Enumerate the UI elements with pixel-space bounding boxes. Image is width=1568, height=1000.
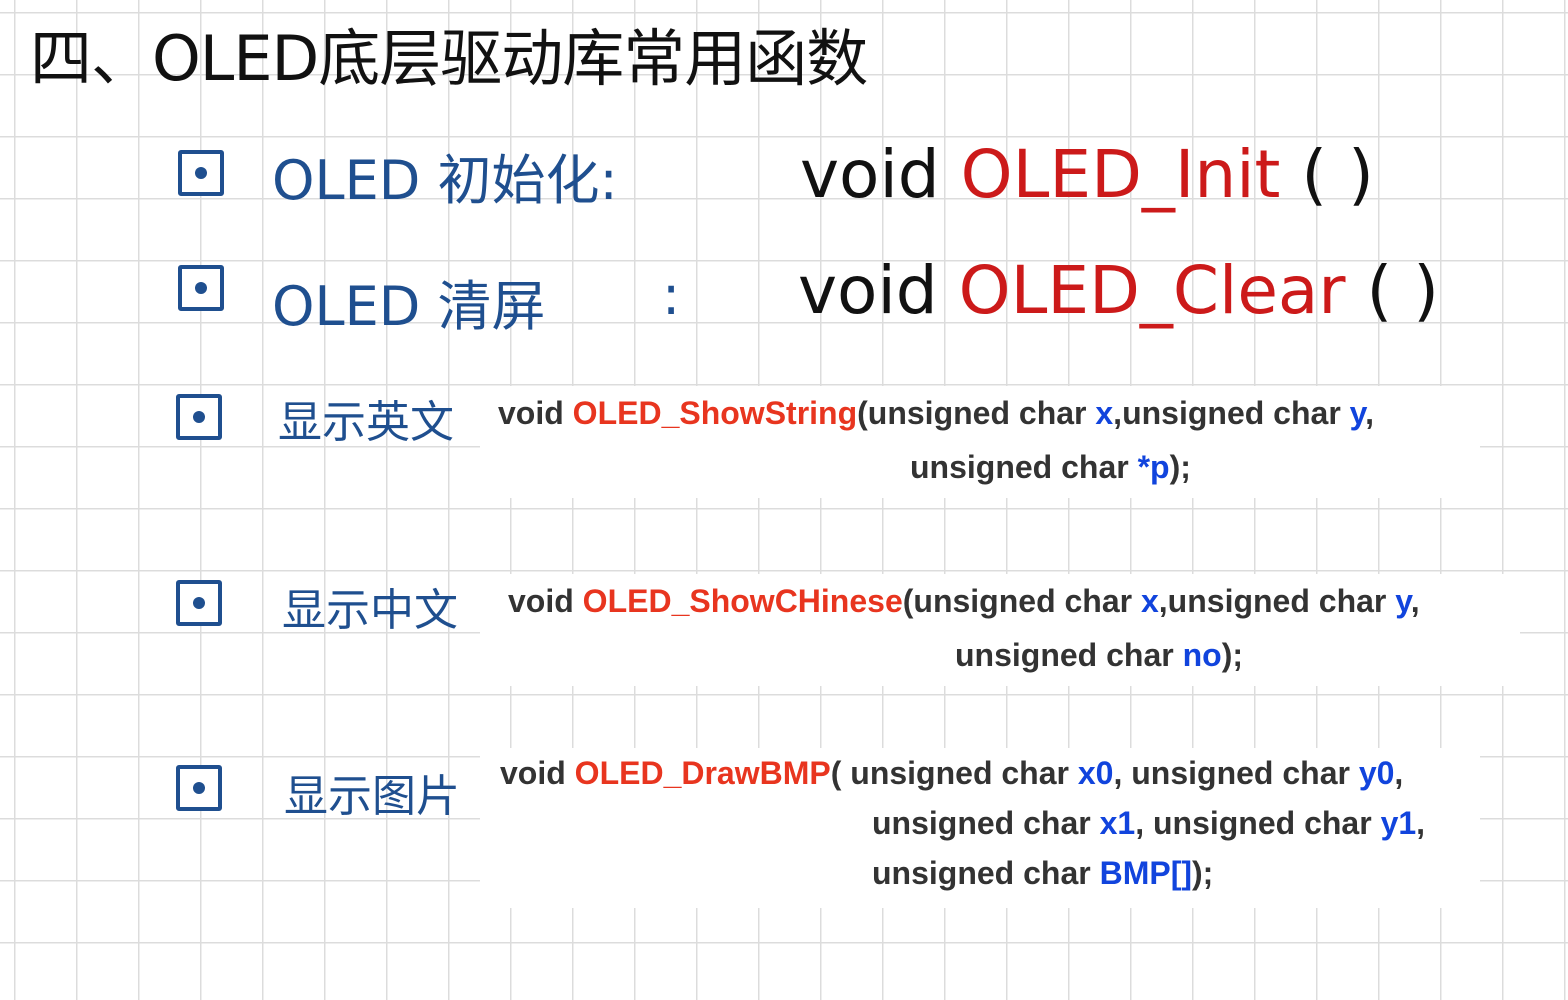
code-text: , — [1416, 805, 1426, 841]
code-void-keyword: void — [800, 136, 940, 213]
code-args: ( ) — [1301, 136, 1374, 213]
code-param-no: no — [1182, 637, 1222, 673]
code-text: unsigned char — [955, 637, 1183, 673]
code-line: unsigned char no); — [480, 628, 1520, 682]
code-args: ( ) — [1366, 252, 1439, 329]
bullet-checkbox-draw-bmp — [176, 765, 222, 811]
code-void-keyword: void — [498, 395, 564, 431]
code-text: unsigned char — [910, 449, 1138, 485]
label-show-chinese: 显示中文 — [282, 585, 458, 636]
code-function-name: OLED_ShowString — [572, 395, 858, 431]
code-panel-show-chinese: void OLED_ShowCHinese(unsigned char x,un… — [480, 574, 1520, 686]
code-oled-init: void OLED_Init ( ) — [800, 136, 1374, 213]
code-param-y: y — [1395, 583, 1411, 619]
code-text: unsigned char — [872, 855, 1100, 891]
code-oled-clear: void OLED_Clear ( ) — [798, 252, 1439, 329]
code-line: void OLED_DrawBMP( unsigned char x0, uns… — [480, 748, 1480, 798]
code-line: void OLED_ShowString(unsigned char x,uns… — [480, 386, 1480, 440]
code-param-x0: x0 — [1077, 755, 1114, 791]
code-void-keyword: void — [798, 252, 938, 329]
code-param-x: x — [1140, 583, 1159, 619]
code-panel-show-string: void OLED_ShowString(unsigned char x,uns… — [480, 386, 1480, 498]
code-void-keyword: void — [508, 583, 574, 619]
code-function-name: OLED_ShowCHinese — [582, 583, 903, 619]
bullet-checkbox-show-string — [176, 394, 222, 440]
code-param-x1: x1 — [1099, 805, 1136, 841]
code-text: (unsigned char — [902, 583, 1141, 619]
code-text: , — [1410, 583, 1420, 619]
code-function-name: OLED_DrawBMP — [574, 755, 831, 791]
code-line: unsigned char BMP[]); — [480, 848, 1480, 898]
code-function-name: OLED_Init — [960, 136, 1281, 213]
code-line: void OLED_ShowCHinese(unsigned char x,un… — [480, 574, 1520, 628]
code-line: unsigned char x1, unsigned char y1, — [480, 798, 1480, 848]
code-function-name: OLED_Clear — [958, 252, 1346, 329]
code-void-keyword: void — [500, 755, 566, 791]
code-text: , unsigned char — [1135, 805, 1381, 841]
code-text: , — [1365, 395, 1374, 431]
code-text: ( unsigned char — [830, 755, 1078, 791]
code-text: ); — [1169, 449, 1191, 485]
code-param-y0: y0 — [1358, 755, 1395, 791]
bullet-checkbox-show-chinese — [176, 580, 222, 626]
page-title: 四、OLED底层驱动库常用函数 — [30, 22, 868, 95]
label-oled-clear-colon: : — [662, 264, 681, 327]
label-oled-clear: OLED 清屏 — [272, 275, 546, 338]
code-text: ,unsigned char — [1158, 583, 1396, 619]
label-show-picture: 显示图片 — [284, 771, 460, 822]
code-text: ,unsigned char — [1113, 395, 1350, 431]
code-text: ); — [1192, 855, 1214, 891]
code-panel-draw-bmp: void OLED_DrawBMP( unsigned char x0, uns… — [480, 748, 1480, 908]
label-oled-init: OLED 初始化: — [272, 149, 618, 212]
code-param-y: y — [1349, 395, 1366, 431]
code-param-p: *p — [1137, 449, 1170, 485]
code-text: ); — [1221, 637, 1243, 673]
bullet-checkbox-clear — [178, 265, 224, 311]
code-param-bmp: BMP[] — [1099, 855, 1193, 891]
code-text: , unsigned char — [1113, 755, 1359, 791]
bullet-checkbox-init — [178, 150, 224, 196]
code-param-x: x — [1095, 395, 1114, 431]
code-text: , — [1394, 755, 1404, 791]
label-show-english: 显示英文 — [278, 397, 454, 448]
code-text: unsigned char — [872, 805, 1100, 841]
code-line: unsigned char *p); — [480, 440, 1480, 494]
code-text: (unsigned char — [857, 395, 1096, 431]
code-param-y1: y1 — [1380, 805, 1417, 841]
